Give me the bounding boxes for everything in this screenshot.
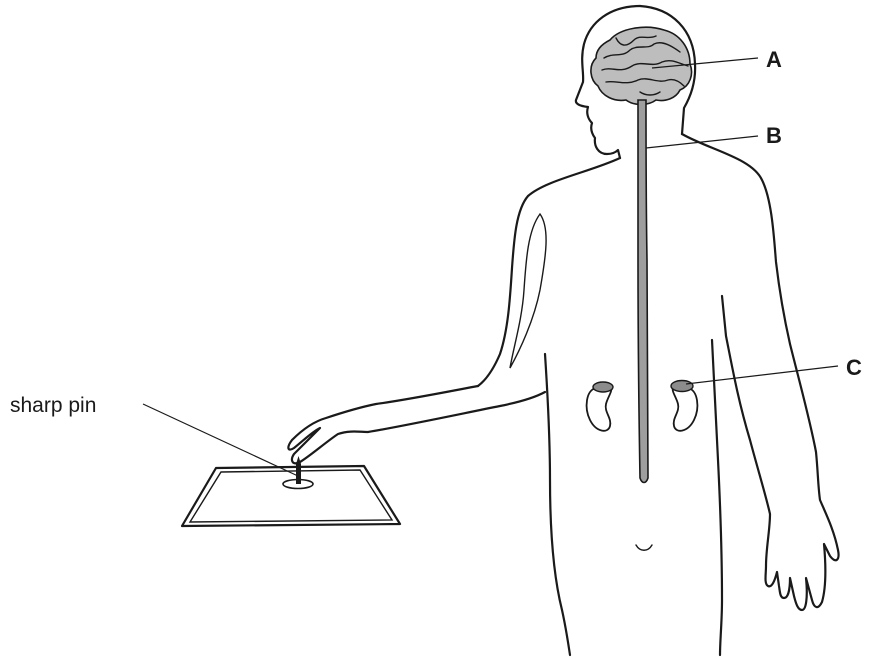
right-kidney	[671, 381, 697, 431]
label-c: C	[846, 355, 862, 380]
spinal-cord	[638, 100, 648, 483]
label-b: B	[766, 123, 782, 148]
left-kidney	[587, 382, 613, 431]
leader-line-pin	[143, 404, 298, 476]
leader-line-b	[646, 136, 758, 148]
body-outline	[288, 6, 838, 655]
left-adrenal-gland	[593, 382, 613, 392]
sharp-pin	[283, 456, 313, 489]
right-adrenal-gland	[671, 381, 693, 392]
label-sharp-pin: sharp pin	[10, 394, 96, 417]
leader-line-c	[686, 366, 838, 384]
pin-tray	[182, 466, 400, 526]
label-a: A	[766, 47, 782, 72]
